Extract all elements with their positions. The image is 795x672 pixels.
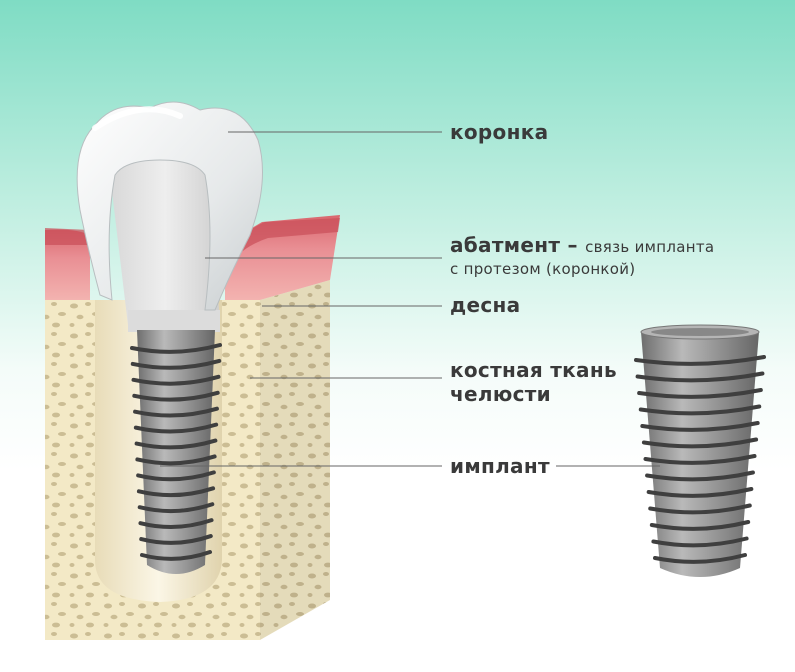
implant-thread [132, 390, 220, 402]
implant-thread [136, 486, 216, 498]
implant-label: имплант [450, 454, 550, 478]
abutment-title: абатмент [450, 233, 561, 257]
implant-thread [135, 454, 217, 466]
implant-thread [649, 520, 751, 531]
implant-thread [136, 470, 216, 482]
implant-thread [653, 553, 747, 564]
implant-thread [643, 454, 757, 465]
leader-lines [160, 131, 660, 467]
implant-thread [640, 421, 760, 432]
implant-thread [646, 487, 754, 498]
implant-thread [635, 371, 765, 383]
implant-thread [645, 470, 755, 482]
implant-thread [131, 374, 221, 386]
crown-label: коронка [450, 120, 549, 144]
implant-thread [648, 503, 752, 515]
bone-label-line-2: челюсти [450, 382, 551, 406]
implant-in-jaw [130, 330, 222, 574]
implant-thread [130, 358, 222, 370]
abutment [110, 155, 220, 332]
implant-thread [138, 518, 214, 530]
bone-label-line-1: костная ткань [450, 358, 617, 382]
implant-thread [134, 438, 218, 450]
gum-label: десна [450, 293, 521, 317]
abutment-dash: – [560, 233, 586, 257]
implant-thread [140, 550, 212, 561]
abutment-label: абатмент – связь импланта [450, 233, 714, 257]
implant-thread [137, 502, 215, 514]
implant-thread [133, 422, 219, 434]
implant-thread [133, 406, 219, 418]
implant-thread [641, 437, 759, 449]
implant-thread [130, 343, 222, 354]
implant-collar-hole [651, 328, 749, 336]
abutment-description-line-1: связь импланта [585, 238, 715, 256]
abutment-description-line-2: с протезом (коронкой) [450, 260, 636, 278]
implant-thread [637, 388, 763, 399]
implant-thread [638, 404, 762, 416]
implant-thread [634, 355, 766, 366]
implant-body [137, 330, 215, 574]
implant-thread [139, 534, 213, 545]
implant-standalone [634, 324, 766, 577]
implant-thread [651, 536, 749, 548]
